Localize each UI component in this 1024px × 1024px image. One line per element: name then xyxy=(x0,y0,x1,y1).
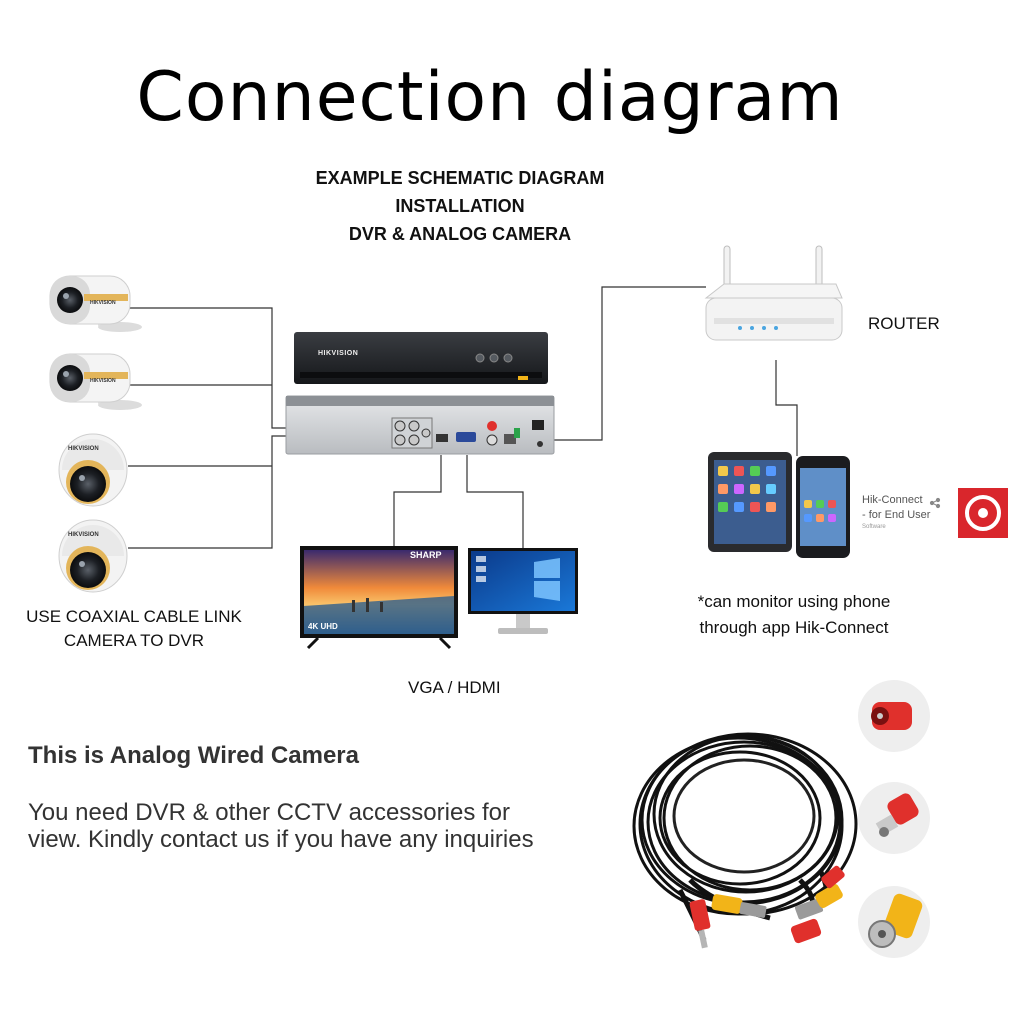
subtitle-line-3: DVR & ANALOG CAMERA xyxy=(348,224,572,244)
router xyxy=(704,245,843,341)
dc-male-connector-closeup xyxy=(858,782,930,854)
vga-hdmi-label: VGA / HDMI xyxy=(408,678,501,697)
wire-vga-monitor xyxy=(466,455,524,548)
wire-camera-4 xyxy=(128,435,286,549)
dome-camera-1 xyxy=(58,433,128,507)
coax-label-line-2: CAMERA TO DVR xyxy=(63,631,205,650)
connection-wires xyxy=(128,286,798,549)
wire-dvr-router xyxy=(552,286,706,441)
bullet-camera-1 xyxy=(49,275,142,332)
subtitle-line-1: EXAMPLE SCHEMATIC DIAGRAM xyxy=(315,168,605,188)
info-heading: This is Analog Wired Camera xyxy=(28,742,359,769)
page-title: Connection diagram xyxy=(136,58,844,137)
subtitle-line-2: INSTALLATION xyxy=(395,196,525,216)
app-category: Software xyxy=(862,524,886,530)
share-icon xyxy=(929,497,941,509)
cable-connectors xyxy=(689,865,845,949)
camera-brand-1: HIKVISION xyxy=(90,300,116,306)
app-subtitle: - for End User xyxy=(862,509,931,521)
camera-brand-2: HIKVISION xyxy=(90,378,116,384)
hik-connect-app-icon xyxy=(958,488,1008,538)
tv-badge: 4K UHD xyxy=(308,622,338,631)
phone-note-line-1: *can monitor using phone xyxy=(697,592,891,611)
info-body-line-1: You need DVR & other CCTV accessories fo… xyxy=(28,799,511,826)
app-name: Hik-Connect xyxy=(862,494,923,506)
tablet xyxy=(708,452,792,552)
dome-camera-2 xyxy=(58,519,128,593)
bullet-camera-2 xyxy=(49,353,142,410)
dc-female-connector-closeup xyxy=(858,680,930,752)
router-label: ROUTER xyxy=(868,314,940,333)
info-body-line-2: view. Kindly contact us if you have any … xyxy=(28,826,534,853)
dvr-brand: HIKVISION xyxy=(318,350,359,357)
computer-monitor xyxy=(468,548,578,634)
camera-brand-3: HIKVISION xyxy=(68,446,99,452)
smartphone xyxy=(796,456,850,558)
dvr-back xyxy=(285,395,555,455)
wire-camera-1 xyxy=(128,307,286,429)
television xyxy=(300,546,458,650)
wire-hdmi-tv xyxy=(393,455,442,546)
wire-router-phone xyxy=(775,360,798,456)
dvr-front xyxy=(294,332,548,384)
phone-note-line-2: through app Hik-Connect xyxy=(699,618,889,637)
bnc-connector-closeup xyxy=(858,886,930,958)
coax-label-line-1: USE COAXIAL CABLE LINK xyxy=(26,607,242,626)
camera-brand-4: HIKVISION xyxy=(68,532,99,538)
tv-brand: SHARP xyxy=(410,550,442,560)
